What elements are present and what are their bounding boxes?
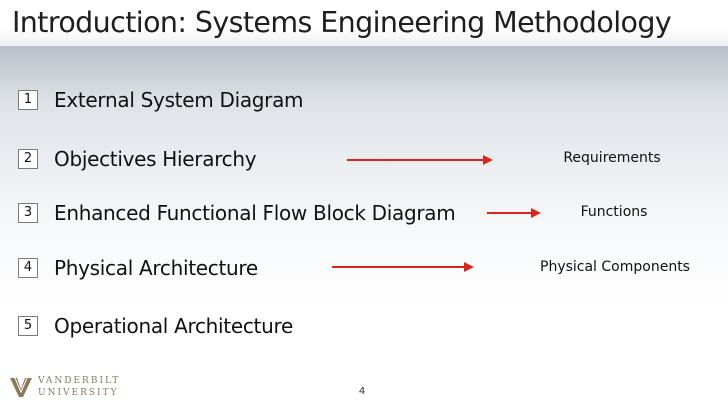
slide-title: Introduction: Systems Engineering Method… [12, 6, 672, 39]
item-number-4: 4 [18, 258, 38, 278]
arrow-icon [487, 208, 541, 218]
item-label-3: Enhanced Functional Flow Block Diagram [54, 201, 456, 225]
item-label-5: Operational Architecture [54, 314, 293, 338]
result-requirements: Requirements [563, 150, 661, 166]
item-label-1: External System Diagram [54, 88, 304, 112]
item-number-5: 5 [18, 316, 38, 336]
logo-text-line1: VANDERBILT [38, 376, 121, 386]
result-physical-components: Physical Components [540, 259, 690, 275]
item-label-4: Physical Architecture [54, 256, 258, 280]
item-number-2: 2 [18, 149, 38, 169]
item-label-2: Objectives Hierarchy [54, 147, 257, 171]
arrow-icon [347, 155, 493, 165]
title-bar: Introduction: Systems Engineering Method… [0, 0, 728, 46]
arrow-icon [332, 262, 474, 272]
result-functions: Functions [580, 204, 648, 220]
logo-text-line2: UNIVERSITY [38, 388, 119, 398]
item-number-3: 3 [18, 203, 38, 223]
university-logo: VANDERBILT UNIVERSITY [8, 373, 128, 401]
oak-leaf-logo-icon [10, 377, 32, 397]
page-number: 4 [358, 386, 366, 397]
item-number-1: 1 [18, 90, 38, 110]
